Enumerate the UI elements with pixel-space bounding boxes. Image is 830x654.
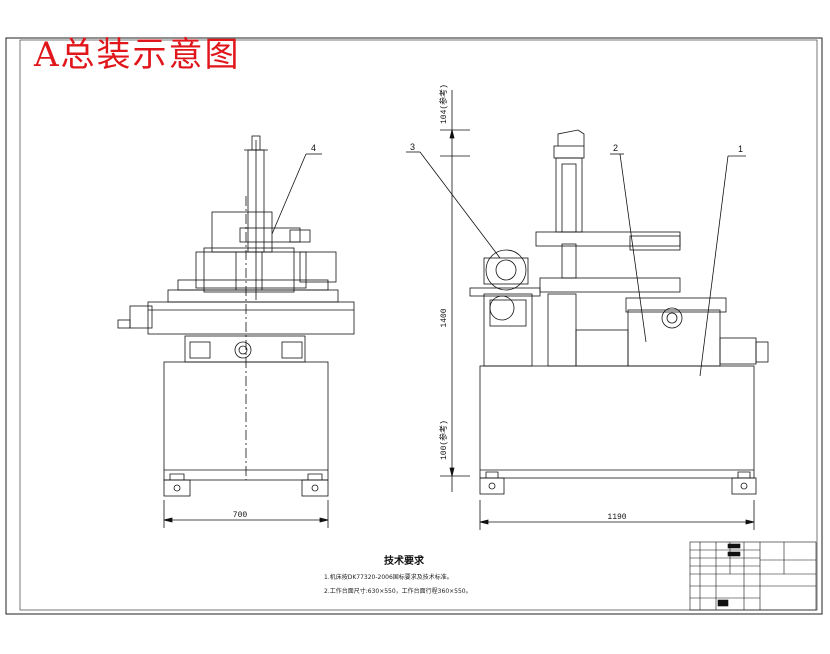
tech-requirement-line-1: 1.机床按DK77320-2006国标要求及技术标准。: [324, 574, 453, 581]
title-block: [689, 541, 817, 611]
total-height-dimension: 1400: [440, 308, 449, 327]
side-left-foot: [479, 471, 505, 495]
outer-frame: [5, 37, 823, 615]
callout-3: 3: [410, 142, 415, 152]
front-view: [117, 135, 355, 528]
callout-2: 2: [613, 143, 618, 153]
tech-requirements-heading: 技术要求: [384, 556, 424, 567]
front-left-foot: [163, 473, 191, 497]
tech-requirement-line-2: 2.工作台面尺寸:630×550，工作台面行程360×550。: [324, 588, 472, 595]
front-width-dimension: 700: [233, 511, 248, 520]
front-right-foot: [301, 473, 329, 497]
drawing-title: A总装示意图: [34, 35, 241, 75]
callout-4: 4: [311, 143, 316, 153]
side-base-stand: [479, 365, 755, 479]
side-view: [406, 90, 769, 530]
top-stroke-dimension: 104(参考): [438, 84, 449, 124]
bottom-stroke-dimension: 100(参考): [438, 420, 449, 460]
side-width-dimension: 1190: [607, 513, 626, 522]
side-right-foot: [731, 471, 757, 495]
inner-frame: [19, 39, 818, 611]
callout-1: 1: [738, 144, 743, 154]
